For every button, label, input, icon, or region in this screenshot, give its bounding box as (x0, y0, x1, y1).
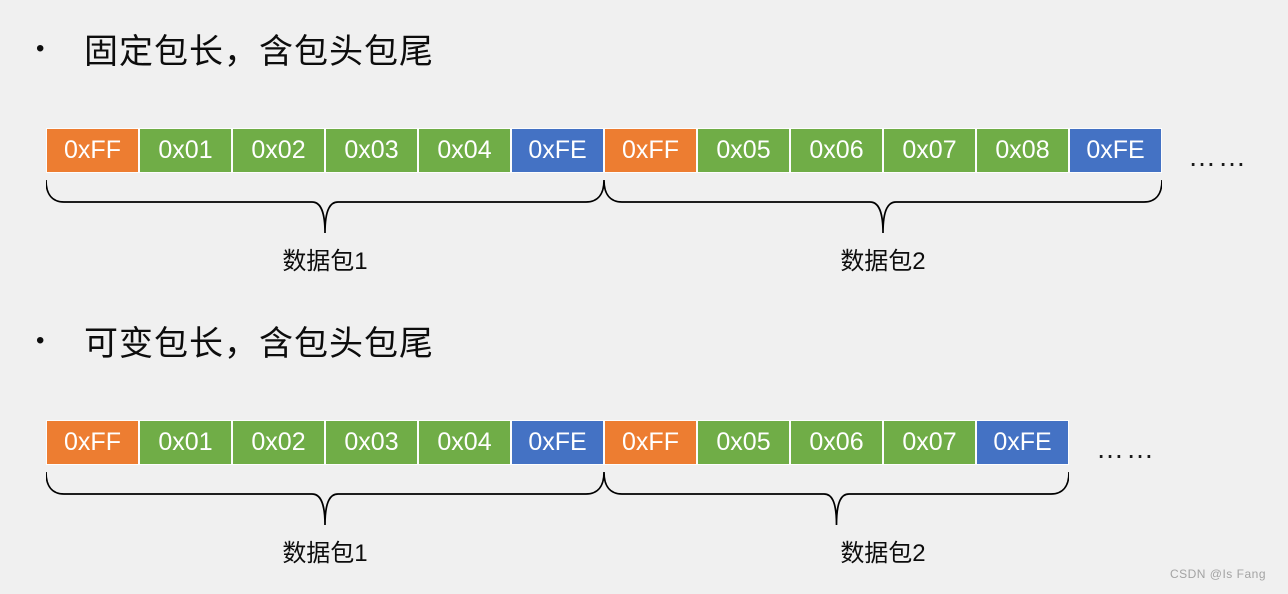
byte-cell: 0x03 (325, 420, 418, 465)
packet-label: 数据包2 (840, 540, 926, 567)
section-1-heading: • 固定包长，含包头包尾 (30, 24, 434, 73)
byte-cell: 0xFF (604, 420, 697, 465)
byte-cell: 0x08 (976, 128, 1069, 173)
byte-cell: 0xFE (511, 128, 604, 173)
byte-cell: 0x03 (325, 128, 418, 173)
byte-cell: 0x01 (139, 128, 232, 173)
byte-cell: 0x06 (790, 420, 883, 465)
byte-cell: 0x07 (883, 128, 976, 173)
underbrace (46, 180, 604, 234)
bullet-icon: • (36, 326, 45, 354)
packet-label: 数据包2 (840, 248, 926, 275)
underbrace (604, 472, 1069, 526)
section-2-heading: • 可变包长，含包头包尾 (30, 316, 434, 365)
byte-cell: 0x05 (697, 420, 790, 465)
byte-cell: 0xFF (46, 128, 139, 173)
byte-cell: 0xFE (1069, 128, 1162, 173)
continuation-ellipsis: …… (1096, 432, 1156, 464)
byte-cell: 0x05 (697, 128, 790, 173)
byte-cell: 0xFE (976, 420, 1069, 465)
underbrace (46, 472, 604, 526)
watermark: CSDN @Is Fang (1169, 567, 1266, 581)
byte-cell: 0xFE (511, 420, 604, 465)
byte-cell: 0x02 (232, 128, 325, 173)
packet-label: 数据包1 (282, 248, 368, 275)
byte-cell: 0x06 (790, 128, 883, 173)
byte-cell: 0xFF (46, 420, 139, 465)
byte-cell: 0x04 (418, 128, 511, 173)
bullet-icon: • (36, 34, 45, 62)
byte-cell: 0x07 (883, 420, 976, 465)
byte-row-fixed: 0xFF 0x01 0x02 0x03 0x04 0xFE 0xFF 0x05 … (46, 128, 1162, 173)
byte-row-variable: 0xFF 0x01 0x02 0x03 0x04 0xFE 0xFF 0x05 … (46, 420, 1069, 465)
packet-label: 数据包1 (282, 540, 368, 567)
byte-cell: 0xFF (604, 128, 697, 173)
byte-cell: 0x04 (418, 420, 511, 465)
byte-cell: 0x02 (232, 420, 325, 465)
section-1-title: 固定包长，含包头包尾 (84, 33, 434, 71)
underbrace (604, 180, 1162, 234)
continuation-ellipsis: …… (1188, 140, 1248, 172)
byte-cell: 0x01 (139, 420, 232, 465)
section-2-title: 可变包长，含包头包尾 (84, 325, 434, 363)
